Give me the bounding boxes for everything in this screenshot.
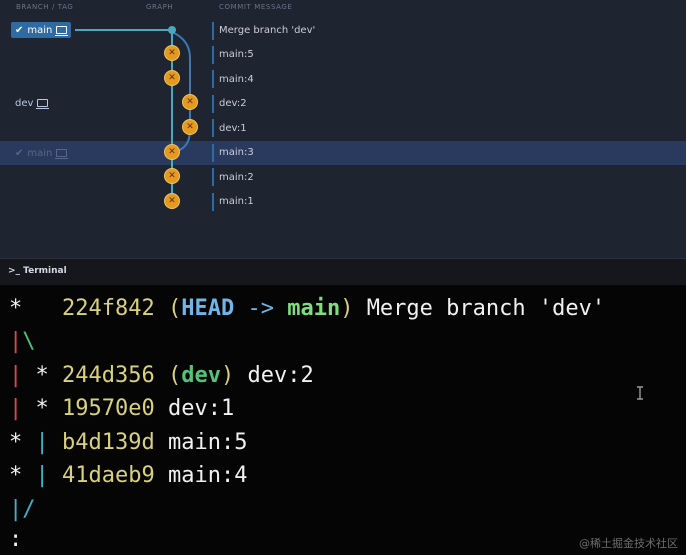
log-line-1: * 224f842 (HEAD -> main) Merge branch 'd… bbox=[9, 296, 605, 322]
commit-hash: 224f842 bbox=[62, 296, 155, 321]
graph-pipe: | bbox=[35, 430, 49, 455]
log-line-7: |/ bbox=[9, 497, 36, 523]
commit-hash: b4d139d bbox=[62, 430, 155, 455]
computer-icon bbox=[55, 26, 69, 36]
ref-paren-close: ) bbox=[340, 296, 354, 321]
commit-hash: 41daeb9 bbox=[62, 463, 155, 488]
terminal-title[interactable]: >_ Terminal bbox=[8, 266, 67, 276]
commit-avatar-dev1[interactable]: ✕ bbox=[182, 119, 198, 135]
pager-prompt[interactable]: : bbox=[9, 527, 23, 552]
terminal-tab-bar: >_ Terminal bbox=[0, 258, 686, 286]
graph-star: * bbox=[9, 463, 23, 488]
commit-message[interactable]: main:1 bbox=[219, 196, 254, 207]
message-separator bbox=[212, 119, 214, 137]
message-separator bbox=[212, 193, 214, 211]
git-graph-panel: BRANCH / TAG GRAPH COMMIT MESSAGE ✕ ✕ ✕ … bbox=[0, 0, 686, 258]
commit-avatar-main4[interactable]: ✕ bbox=[164, 70, 180, 86]
ref-paren-open: ( bbox=[167, 363, 182, 388]
graph-star: * bbox=[9, 296, 23, 321]
terminal-output[interactable]: * 224f842 (HEAD -> main) Merge branch 'd… bbox=[0, 285, 686, 555]
commit-message[interactable]: main:5 bbox=[219, 49, 254, 60]
graph-merge-in: / bbox=[22, 497, 36, 522]
commit-subject: dev:1 bbox=[167, 396, 235, 421]
message-separator bbox=[212, 168, 214, 186]
graph-pipe: | bbox=[9, 363, 23, 388]
commit-subject: main:4 bbox=[167, 463, 248, 488]
commit-message[interactable]: main:3 bbox=[219, 147, 254, 158]
log-line-3: | * 244d356 (dev) dev:2 bbox=[9, 363, 314, 389]
commit-message[interactable]: dev:1 bbox=[219, 123, 247, 134]
head-arrow: -> bbox=[247, 296, 274, 321]
log-line-2: |\ bbox=[9, 329, 36, 355]
selected-row-highlight bbox=[0, 141, 686, 165]
commit-hash: 244d356 bbox=[62, 363, 155, 388]
commit-message[interactable]: main:2 bbox=[219, 172, 254, 183]
ref-paren-open: ( bbox=[167, 296, 182, 321]
check-icon: ✔ bbox=[15, 24, 24, 36]
branch-tag-header: BRANCH / TAG bbox=[16, 3, 74, 11]
head-ref: HEAD bbox=[181, 296, 235, 321]
log-line-4: | * 19570e0 dev:1 bbox=[9, 396, 234, 422]
graph-pipe: | bbox=[9, 329, 23, 354]
commit-subject: Merge branch 'dev' bbox=[366, 296, 606, 321]
commit-message[interactable]: Merge branch 'dev' bbox=[219, 25, 316, 36]
commit-subject: main:5 bbox=[167, 430, 248, 455]
branch-tag-main[interactable]: ✔ main bbox=[11, 22, 72, 38]
graph-star: * bbox=[35, 396, 49, 421]
commit-message-header: COMMIT MESSAGE bbox=[219, 3, 293, 11]
branch-tag-label: main bbox=[27, 24, 53, 36]
branch-tag-label: dev bbox=[15, 97, 34, 109]
computer-icon bbox=[36, 99, 50, 109]
commit-message[interactable]: dev:2 bbox=[219, 98, 247, 109]
commit-avatar-main3[interactable]: ✕ bbox=[164, 144, 180, 160]
graph-header: GRAPH bbox=[146, 3, 174, 11]
graph-star: * bbox=[35, 363, 49, 388]
graph-pipe: | bbox=[35, 463, 49, 488]
branch-ref: main bbox=[287, 296, 341, 321]
computer-icon bbox=[55, 149, 69, 159]
message-separator bbox=[212, 95, 214, 113]
commit-subject: dev:2 bbox=[247, 363, 314, 388]
message-separator bbox=[212, 46, 214, 64]
branch-tag-main-old[interactable]: ✔ main bbox=[11, 145, 71, 161]
commit-avatar-dev2[interactable]: ✕ bbox=[182, 94, 198, 110]
merge-commit-dot bbox=[168, 26, 176, 34]
text-cursor-icon bbox=[637, 386, 643, 400]
graph-pipe: | bbox=[9, 396, 23, 421]
branch-ref: dev bbox=[181, 363, 221, 388]
commit-avatar-main1[interactable]: ✕ bbox=[164, 193, 180, 209]
message-separator bbox=[212, 22, 214, 40]
branch-tag-dev[interactable]: dev bbox=[11, 95, 52, 111]
commit-avatar-main5[interactable]: ✕ bbox=[164, 45, 180, 61]
branch-tag-label: main bbox=[27, 147, 53, 159]
commit-message[interactable]: main:4 bbox=[219, 74, 254, 85]
check-icon: ✔ bbox=[15, 147, 24, 159]
commit-hash: 19570e0 bbox=[62, 396, 155, 421]
watermark: @稀土掘金技术社区 bbox=[579, 537, 678, 550]
commit-graph bbox=[75, 26, 191, 202]
graph-pipe: | bbox=[9, 497, 23, 522]
log-line-5: * | b4d139d main:5 bbox=[9, 430, 247, 456]
message-separator bbox=[212, 144, 214, 162]
ref-paren-close: ) bbox=[220, 363, 235, 388]
log-line-6: * | 41daeb9 main:4 bbox=[9, 463, 247, 489]
commit-avatar-main2[interactable]: ✕ bbox=[164, 168, 180, 184]
message-separator bbox=[212, 70, 214, 88]
graph-branch-out: \ bbox=[22, 329, 36, 354]
graph-star: * bbox=[9, 430, 23, 455]
